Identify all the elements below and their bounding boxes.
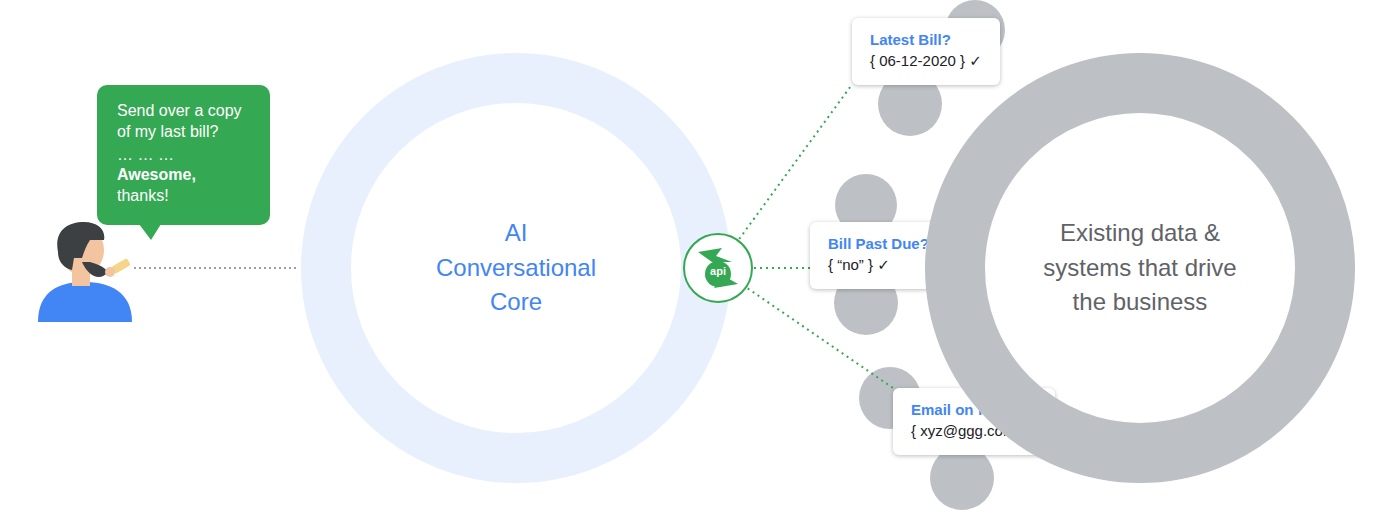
api-badge xyxy=(705,261,731,287)
node-label: AI Conversational Core xyxy=(429,216,604,320)
query-label: Bill Past Due? xyxy=(828,233,929,254)
api-arrow xyxy=(698,248,732,262)
data-link xyxy=(748,288,893,388)
api-ring xyxy=(684,234,752,302)
node-label: api xyxy=(710,265,726,277)
node-label: Existing data & systems that drive the b… xyxy=(1038,216,1243,320)
query-value: { “no” } ✓ xyxy=(828,254,929,277)
speech-text: thanks! xyxy=(117,186,250,207)
person xyxy=(38,222,132,322)
bubble-tail xyxy=(139,224,161,240)
data-link xyxy=(739,85,852,239)
speech-bubble: Send over a copy of my last bill?… … …Aw… xyxy=(97,85,270,225)
systems-ring: Existing data & systems that drive the b… xyxy=(925,53,1355,483)
ring-band xyxy=(326,78,706,458)
data-link xyxy=(754,267,810,269)
query-value: { 06-12-2020 } ✓ xyxy=(870,50,982,73)
api-icon: api xyxy=(682,232,754,304)
ring-band xyxy=(955,83,1325,453)
speech-text: … … … xyxy=(117,145,250,166)
speech-text: Send over a copy of my last bill? xyxy=(117,101,250,143)
speech-text: Awesome, xyxy=(117,165,250,186)
data-callout: Latest Bill?{ 06-12-2020 } ✓ xyxy=(852,18,1000,85)
voice-line xyxy=(134,267,298,269)
core-ring: AI Conversational Core xyxy=(301,53,731,483)
query-label: Latest Bill? xyxy=(870,29,982,50)
